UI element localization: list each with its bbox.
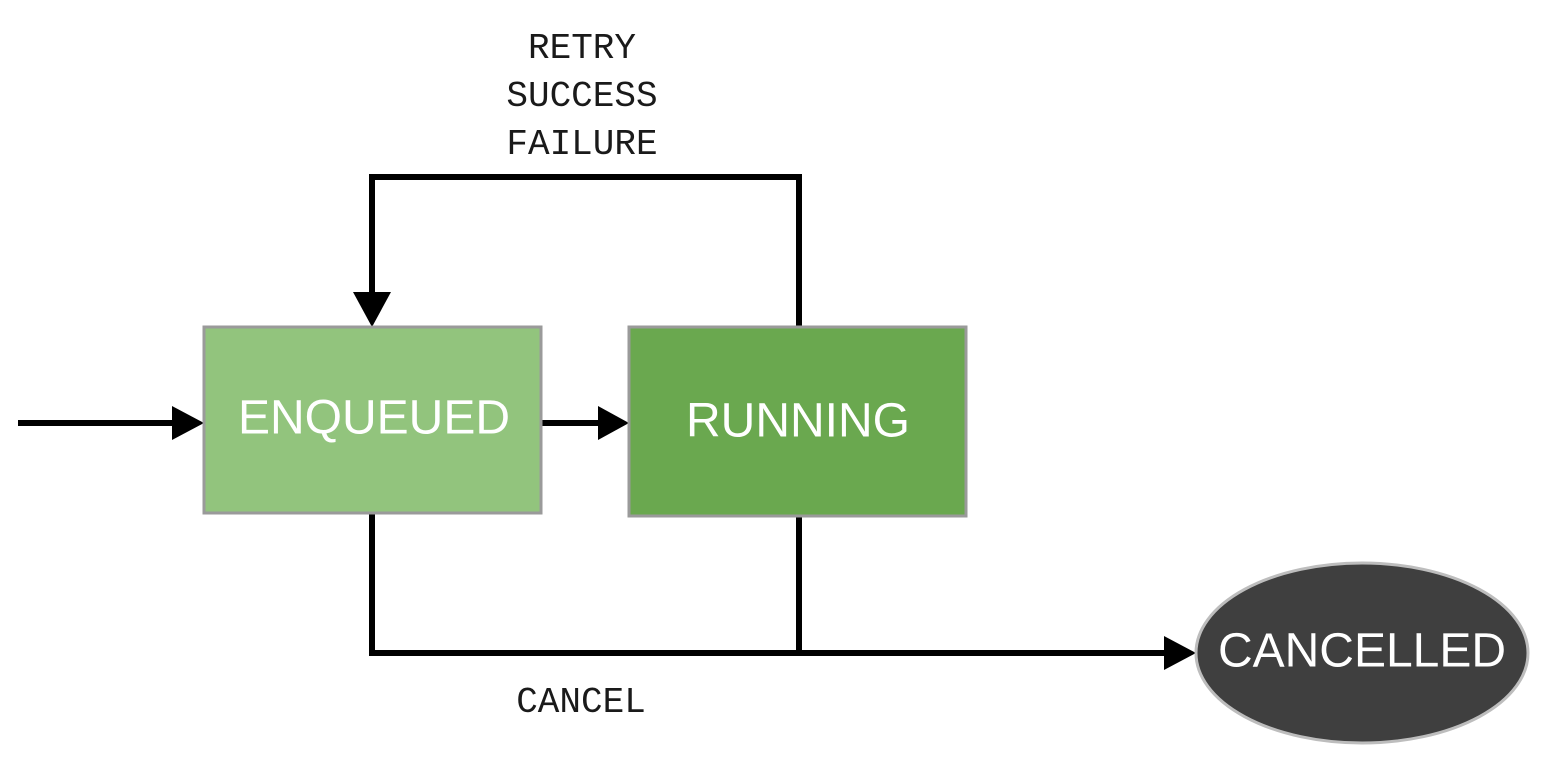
arrowhead-entry-to-enqueued xyxy=(172,406,204,440)
node-enqueued-label: ENQUEUED xyxy=(238,392,510,445)
node-cancelled-label: CANCELLED xyxy=(1218,625,1506,678)
node-running-label: RUNNING xyxy=(686,395,910,448)
edge-running-to-enqueued-loop xyxy=(353,174,802,330)
edge-cancel-path xyxy=(369,513,1180,656)
edge-entry-to-enqueued xyxy=(18,406,204,440)
arrowhead-enqueued-to-running xyxy=(598,406,629,440)
arrowhead-to-cancelled xyxy=(1164,636,1196,670)
node-cancelled[interactable]: CANCELLED xyxy=(1194,561,1530,745)
node-running[interactable]: RUNNING xyxy=(627,325,968,518)
edge-enqueued-to-running xyxy=(541,406,629,440)
edge-label-failure: FAILURE xyxy=(506,124,657,165)
edge-label-retry: RETRY xyxy=(528,28,636,69)
edge-loop-path xyxy=(369,174,802,330)
node-enqueued-shape[interactable] xyxy=(202,325,543,515)
arrowhead-loop-to-enqueued xyxy=(353,292,391,327)
edge-label-success: SUCCESS xyxy=(506,76,657,117)
edge-enqueued-to-cancelled xyxy=(369,513,1196,670)
node-cancelled-shape[interactable] xyxy=(1194,561,1530,745)
node-enqueued[interactable]: ENQUEUED xyxy=(202,325,543,515)
node-running-shape[interactable] xyxy=(627,325,968,518)
edge-label-cancel: CANCEL xyxy=(516,682,646,723)
